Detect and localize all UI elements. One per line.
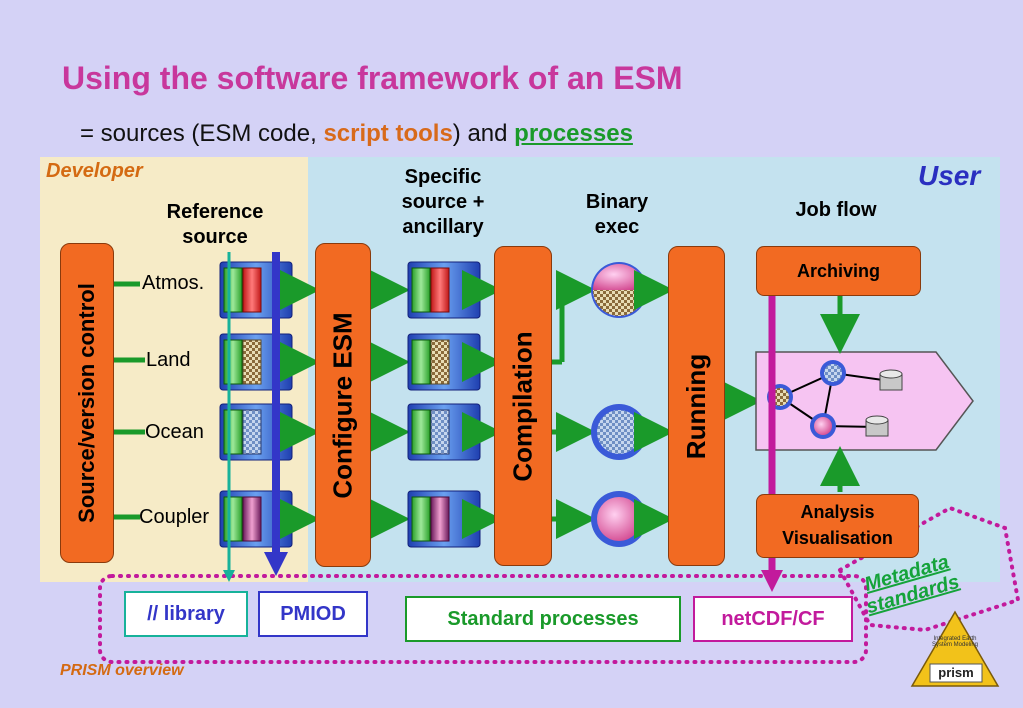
binary-exec-line2: exec [594, 216, 640, 238]
compilation-to-binary-arrows [550, 270, 596, 539]
reference-source-header: Reference source [140, 200, 290, 250]
library-box: // library [124, 591, 248, 637]
component-label-ocean: Ocean [145, 421, 204, 443]
metadata-frame [837, 505, 1021, 633]
specific-modules [407, 261, 481, 548]
netcdf-box: netCDF/CF [693, 596, 853, 642]
ref-to-configure-arrows [280, 270, 320, 539]
analysis-label-line1: Analysis [800, 502, 875, 522]
developer-label: Developer [46, 160, 143, 182]
logo-caption: Integrated Earth System Modeling [931, 636, 979, 648]
analysis-box: Analysis Visualisation [756, 494, 919, 558]
slide-subtitle: = sources (ESM code, script tools) and p… [80, 120, 633, 148]
archiving-label: Archiving [796, 261, 880, 281]
pmiod-arrowhead [264, 552, 288, 576]
netcdf-arrowhead [761, 570, 783, 592]
subtitle-script-tools: script tools [323, 120, 453, 147]
prism-logo [910, 610, 1000, 687]
subtitle-processes: processes [514, 120, 633, 147]
specific-to-compilation-arrows [462, 270, 502, 539]
binary-exec-line1: Binary [585, 191, 649, 213]
specific-source-header: Specific source + ancillary [378, 165, 508, 240]
pmiod-box: PMIOD [258, 591, 368, 637]
source-connectors [113, 281, 145, 520]
slide-title: Using the software framework of an ESM [62, 60, 683, 96]
user-label: User [918, 160, 981, 191]
reference-source-line2: source [182, 226, 248, 248]
source-control-label: Source/version control [74, 283, 99, 523]
reference-source-line1: Reference [166, 201, 264, 223]
database-icon [865, 415, 889, 437]
running-label: Running [681, 353, 712, 459]
subtitle-prefix: = sources (ESM code, [80, 120, 324, 147]
configure-esm-box: Configure ESM [315, 243, 371, 567]
component-label-atmos: Atmos. [142, 272, 205, 294]
specific-source-line2: source + [401, 191, 485, 213]
source-control-box: Source/version control [60, 243, 114, 563]
database-icon [879, 369, 903, 391]
archiving-box: Archiving [756, 246, 921, 296]
running-box: Running [668, 246, 725, 566]
component-label-land: Land [146, 349, 191, 371]
standard-processes-box: Standard processes [405, 596, 681, 642]
footer-label: PRISM overview [60, 662, 184, 679]
specific-source-line1: Specific [404, 166, 482, 188]
job-flow-header: Job flow [795, 199, 877, 221]
logo-text: prism [938, 665, 974, 680]
compilation-label: Compilation [507, 330, 538, 482]
binary-to-running-arrows [634, 270, 674, 539]
subtitle-middle: ) and [452, 120, 515, 147]
binary-exec-header: Binary exec [562, 190, 672, 240]
library-arrowhead [223, 570, 235, 582]
binary-executables [591, 262, 647, 547]
analysis-label-line2: Visualisation [782, 528, 893, 548]
component-label-coupler: Coupler [139, 506, 210, 528]
configure-esm-label: Configure ESM [327, 311, 358, 499]
reference-modules [219, 261, 293, 548]
specific-source-line3: ancillary [402, 216, 484, 238]
compilation-box: Compilation [494, 246, 552, 566]
configure-to-specific-arrows [370, 270, 410, 539]
